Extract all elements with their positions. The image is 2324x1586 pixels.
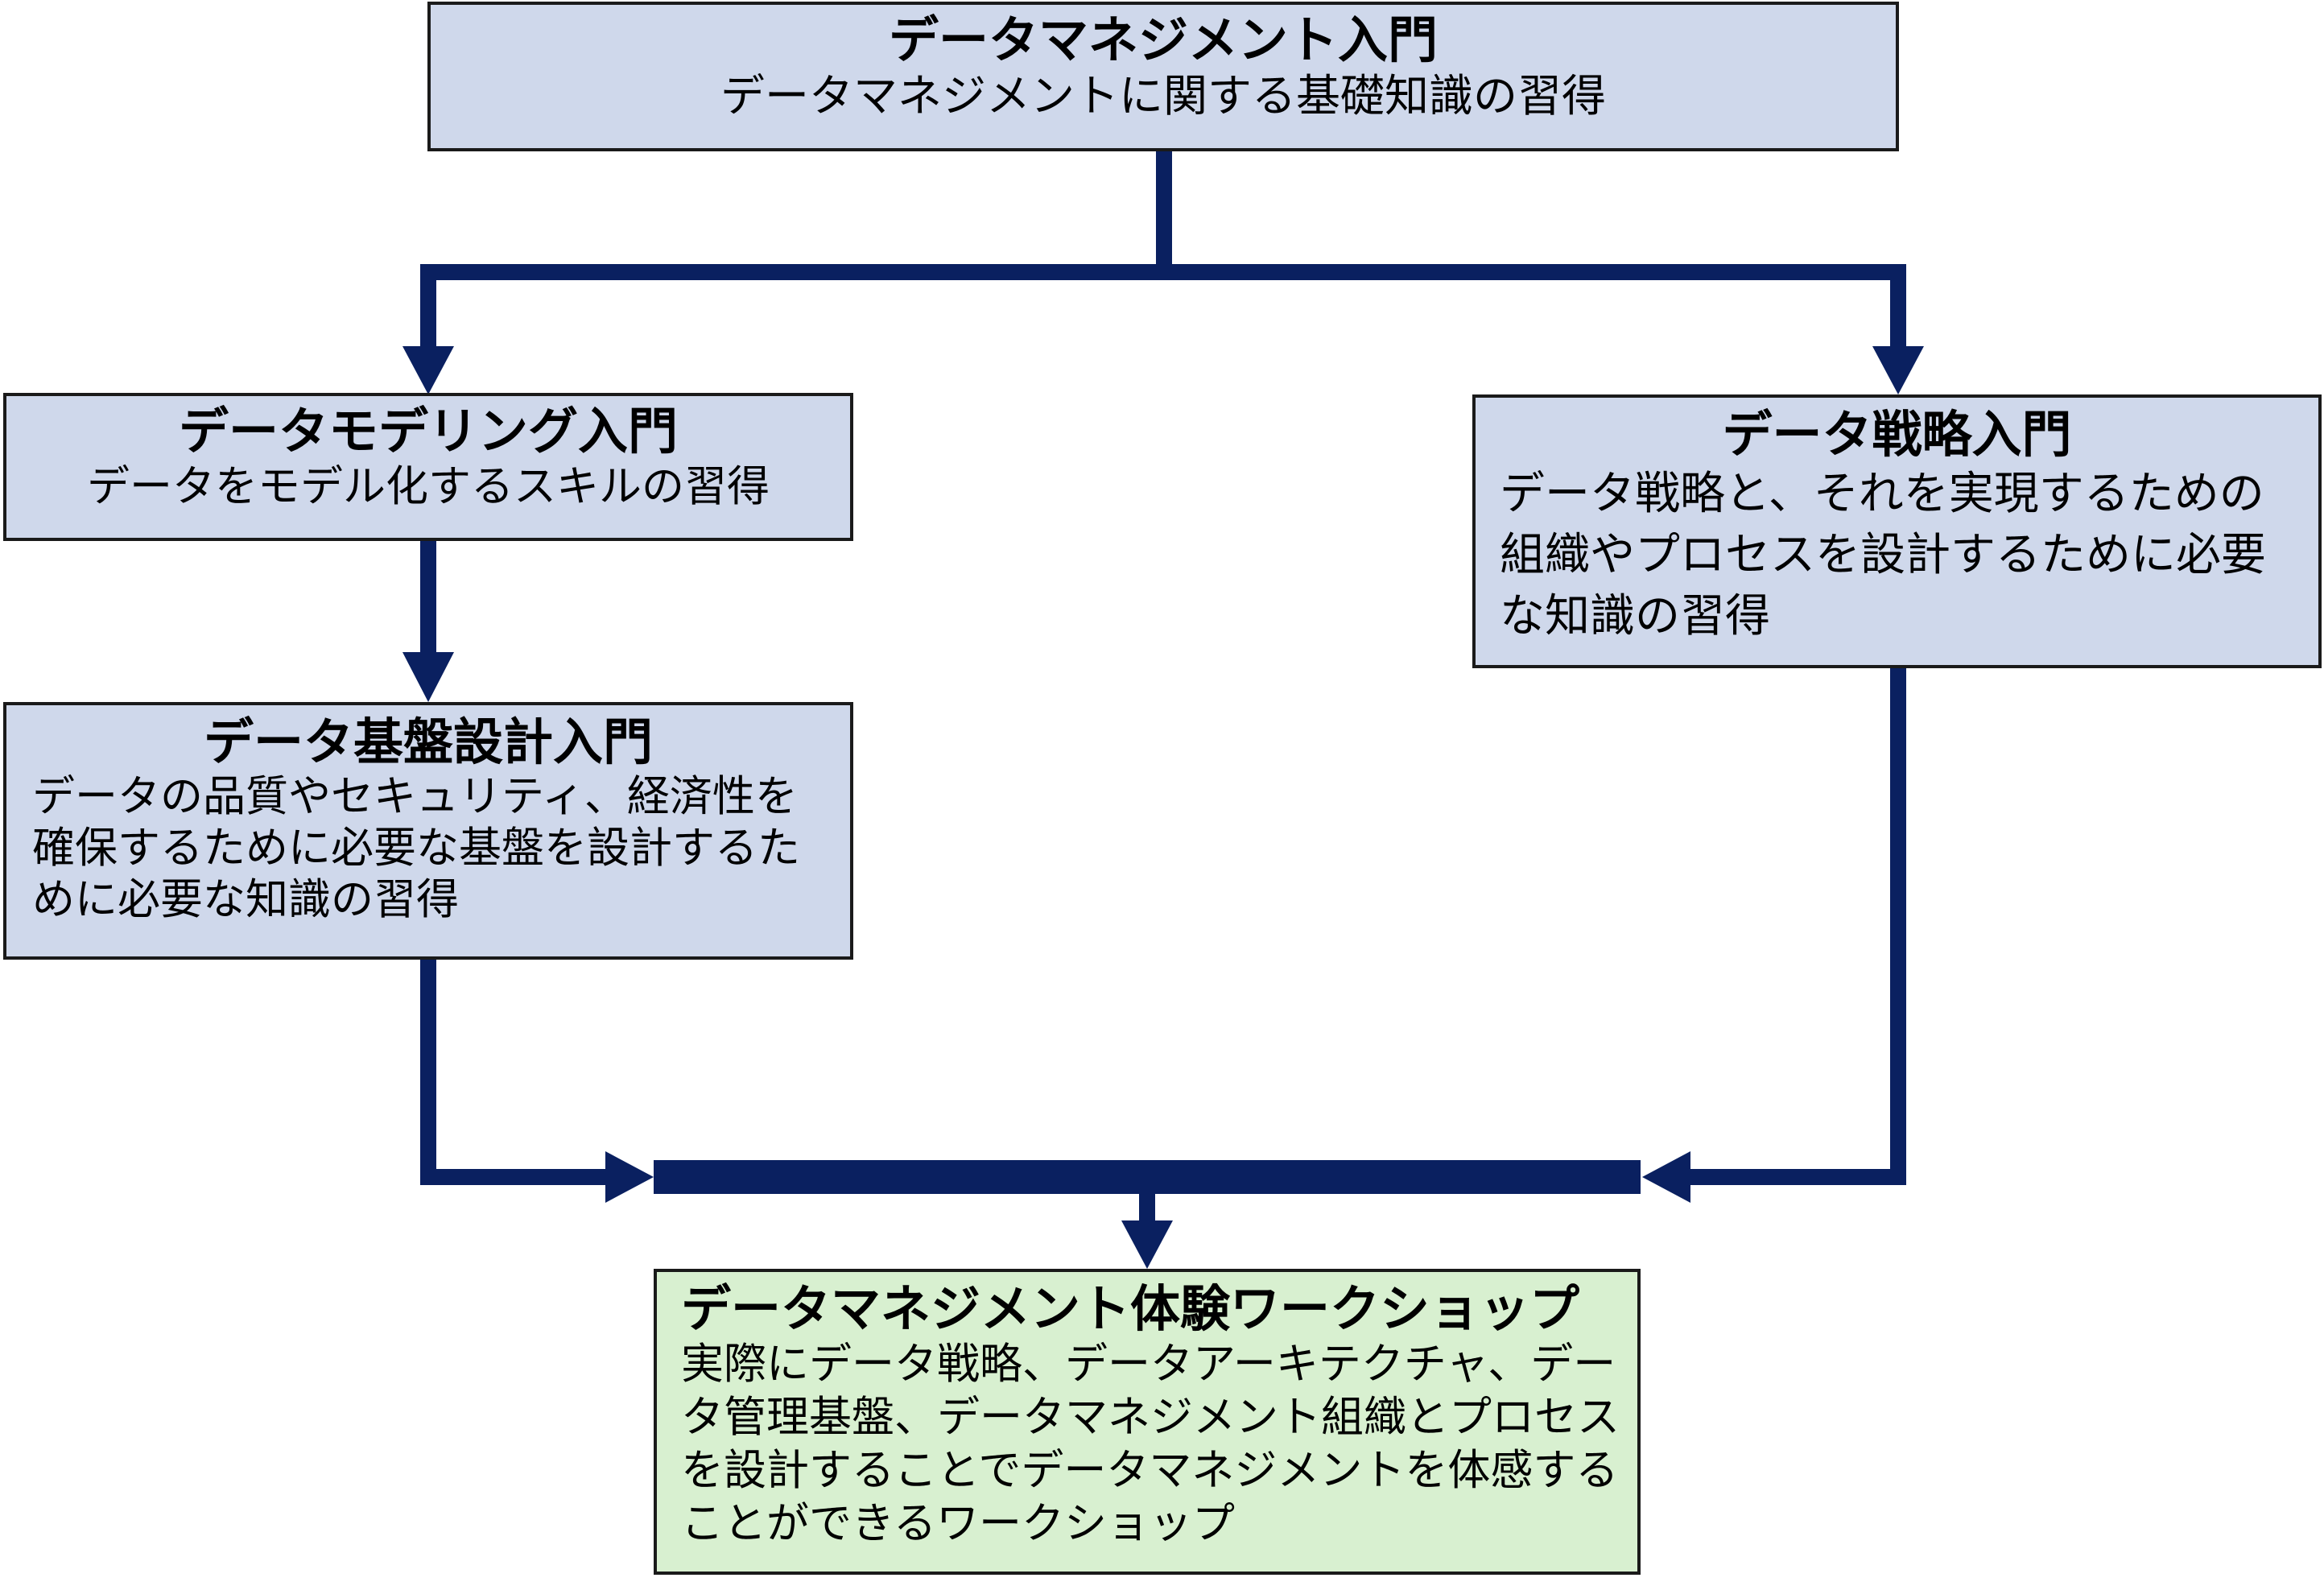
connector-strategy-to-merge	[1689, 668, 1906, 1185]
node-data-management-intro: データマネジメント入門 データマネジメントに関する基礎知識の習得	[427, 2, 1899, 151]
connector-intro-to-modeling	[420, 264, 1164, 354]
arrowhead-strategy-to-merge	[1642, 1151, 1690, 1203]
merge-bar	[654, 1160, 1641, 1194]
node-description: データマネジメントに関する基礎知識の習得	[720, 70, 1606, 122]
node-data-modeling-intro: データモデリング入門 データをモデル化するスキルの習得	[3, 393, 853, 541]
node-description: データ戦略と、それを実現するための組織やプロセスを設計するために必要な知識の習得	[1500, 468, 2266, 642]
node-title: データ戦略入門	[1722, 405, 2072, 464]
connector-infra-to-merge	[420, 960, 612, 1185]
node-description: データの品質やセキュリティ、経済性を確保するために必要な基盤を設計するために必要…	[32, 772, 800, 924]
arrowhead-to-workshop	[1121, 1220, 1173, 1269]
node-description: 実際にデータ戦略、データアーキテクチャ、データ管理基盤、データマネジメント組織と…	[681, 1340, 1620, 1548]
node-title: データマネジメント入門	[888, 10, 1438, 69]
node-title: データモデリング入門	[178, 402, 678, 461]
node-title: データ基盤設計入門	[203, 712, 653, 771]
node-title: データマネジメント体験ワークショップ	[681, 1279, 1580, 1338]
arrowhead-to-infra	[402, 652, 454, 702]
arrowhead-infra-to-merge	[605, 1151, 654, 1203]
node-data-strategy-intro: データ戦略入門 データ戦略と、それを実現するための組織やプロセスを設計するために…	[1472, 394, 2322, 668]
node-data-management-workshop: データマネジメント体験ワークショップ 実際にデータ戦略、データアーキテクチャ、デ…	[654, 1269, 1641, 1575]
arrowhead-to-modeling	[402, 346, 454, 394]
node-description: データをモデル化するスキルの習得	[87, 462, 770, 511]
node-data-infra-design-intro: データ基盤設計入門 データの品質やセキュリティ、経済性を確保するために必要な基盤…	[3, 702, 853, 960]
arrowhead-to-strategy	[1872, 346, 1924, 394]
connector-intro-to-strategy	[1164, 264, 1906, 354]
